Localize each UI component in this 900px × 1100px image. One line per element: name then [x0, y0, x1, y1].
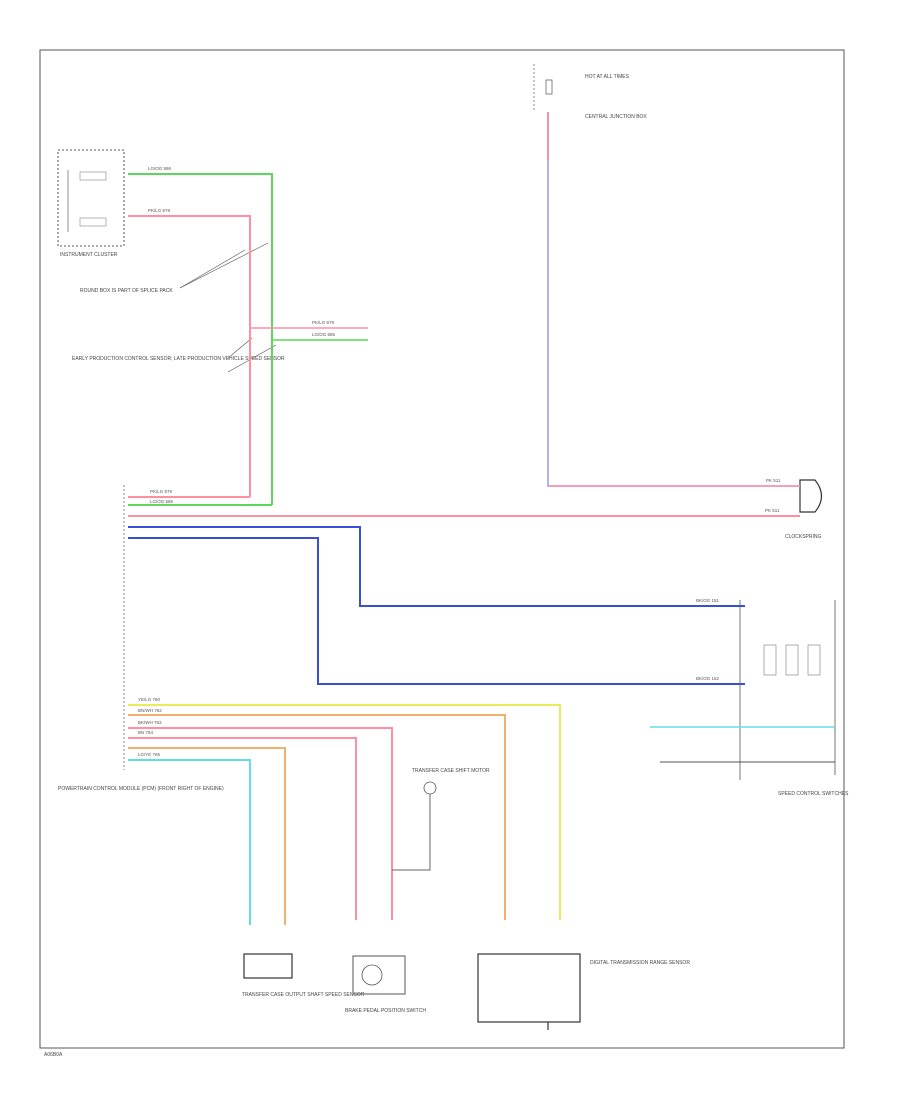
diagram-frame [39, 49, 845, 1049]
wire-label-green-mid: LG/OG 586 [312, 332, 336, 337]
speed-control-switches-label: SPEED CONTROL SWITCHES [778, 791, 849, 797]
wire-pink-cluster [128, 215, 251, 497]
wire-label-yel2: BN/WH 762 [138, 708, 162, 713]
dpfs-switch-label: DIGITAL TRANSMISSION RANGE SENSOR [590, 960, 690, 966]
transfer-case-motor-label: TRANSFER CASE SHIFT MOTOR [412, 768, 490, 774]
wire-orange-2 [128, 747, 286, 925]
fuse-box-label: HOT AT ALL TIMES [585, 74, 630, 80]
wire-label-blue-a: BK/OG 151 [696, 598, 720, 603]
wire-orange-1 [128, 714, 506, 920]
wire-label-blue-b: BK/OG 152 [696, 676, 720, 681]
brake-switch: BRAKE PEDAL POSITION SWITCH [345, 955, 426, 1014]
clockspring-label: CLOCKSPRING [785, 534, 822, 540]
wire-label-pink-mid: PK/LG 679 [312, 320, 335, 325]
splice-note-1: ROUND BOX IS PART OF SPLICE PACK [80, 288, 173, 294]
speed-sensor: TRANSFER CASE OUTPUT SHAFT SPEED SENSOR [242, 953, 365, 998]
wire-tc-motor [392, 794, 431, 871]
wire-label-yel1: YE/LG 760 [138, 697, 161, 702]
wire-label-pink3: BK/WH 763 [138, 720, 162, 725]
wire-cyan [128, 759, 251, 925]
wire-purple-fuse [547, 160, 800, 487]
figure-id: A06B0A [44, 1052, 63, 1058]
wire-label-pink-speed: PK 511 [765, 508, 780, 513]
instrument-cluster-label: INSTRUMENT CLUSTER [60, 252, 118, 258]
transfer-case-motor: TRANSFER CASE SHIFT MOTOR [412, 768, 490, 795]
wire-label-pink-pcm: PK/LG 679 [150, 489, 173, 494]
wire-label-green-pcm: LG/OG 586 [150, 499, 174, 504]
wire-blue-a [128, 526, 745, 607]
splice-note-2: EARLY PRODUCTION CONTROL SENSOR; LATE PR… [72, 356, 285, 362]
wire-blue-b [128, 537, 745, 685]
wire-yellow-1 [128, 704, 561, 920]
wire-green-cluster [128, 173, 273, 505]
fuse-box: HOT AT ALL TIMES [533, 64, 630, 112]
wire-label-cyan: LG/YE 765 [138, 752, 161, 757]
wire-label-pink4: BN 764 [138, 730, 154, 735]
wire-label-pink-top: PK/LG 679 [148, 208, 171, 213]
pcm-label: POWERTRAIN CONTROL MODULE (PCM) (FRONT R… [58, 786, 224, 792]
speed-sensor-label: TRANSFER CASE OUTPUT SHAFT SPEED SENSOR [242, 992, 365, 998]
pcm: POWERTRAIN CONTROL MODULE (PCM) (FRONT R… [58, 485, 224, 792]
wire-pink-lower-2 [128, 737, 357, 920]
speed-control-switches: SPEED CONTROL SWITCHES [739, 600, 849, 797]
instrument-cluster: INSTRUMENT CLUSTER [57, 149, 125, 258]
wire-pink-lower-1 [128, 727, 393, 920]
brake-switch-label: BRAKE PEDAL POSITION SWITCH [345, 1008, 426, 1014]
wire-label-fuse: PK 511 [766, 478, 781, 483]
clockspring: CLOCKSPRING [785, 479, 823, 540]
central-junction-label: CENTRAL JUNCTION BOX [585, 114, 647, 120]
wire-label-green-top: LG/OG 586 [148, 166, 172, 171]
dpfs-switch: DIGITAL TRANSMISSION RANGE SENSOR [477, 953, 690, 1030]
